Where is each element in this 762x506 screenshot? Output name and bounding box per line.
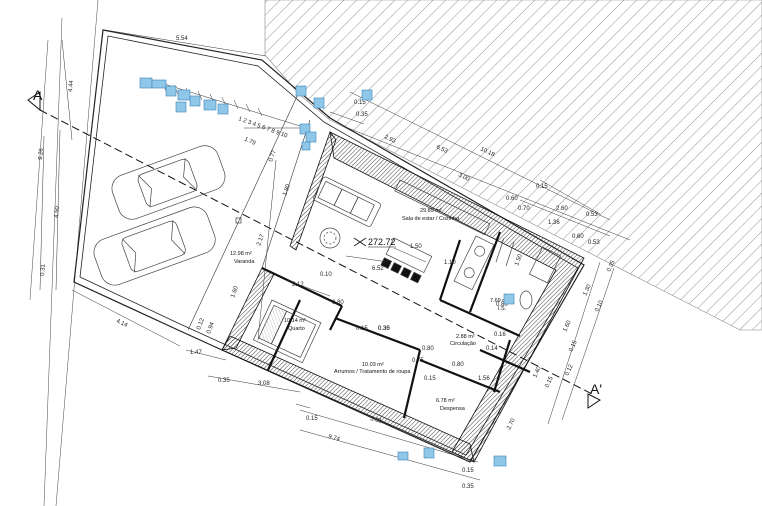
svg-text:10.14 m²: 10.14 m² <box>284 318 306 324</box>
svg-text:2.60: 2.60 <box>556 206 568 212</box>
svg-text:1.47: 1.47 <box>190 350 202 356</box>
svg-text:0.15: 0.15 <box>424 376 436 382</box>
svg-text:0.60: 0.60 <box>506 196 518 202</box>
svg-text:0.80: 0.80 <box>422 346 434 352</box>
svg-text:0.10: 0.10 <box>320 272 332 278</box>
dimension-lines <box>39 29 631 481</box>
svg-text:0.35: 0.35 <box>606 259 617 273</box>
svg-text:0.31: 0.31 <box>40 263 47 276</box>
svg-text:0.16: 0.16 <box>494 332 506 338</box>
svg-text:0.30: 0.30 <box>378 326 390 332</box>
svg-text:0.35: 0.35 <box>218 378 230 384</box>
room-labels: 12.98 m² Varanda 29.89 m² Sala de estar … <box>230 208 509 412</box>
section-marker-right: A' <box>587 381 602 409</box>
svg-text:3.00: 3.00 <box>457 172 471 183</box>
svg-text:3.31: 3.31 <box>370 416 383 425</box>
furniture <box>252 176 562 364</box>
svg-text:0.15: 0.15 <box>462 468 474 474</box>
svg-text:0.70: 0.70 <box>518 206 530 212</box>
blue-annotation-tags <box>139 77 515 467</box>
svg-text:0.53: 0.53 <box>586 212 598 218</box>
svg-text:1.79: 1.79 <box>243 136 257 147</box>
svg-text:2.93: 2.93 <box>383 134 397 145</box>
svg-text:1.50: 1.50 <box>410 244 422 250</box>
svg-text:1.10: 1.10 <box>444 260 456 266</box>
svg-text:1.60: 1.60 <box>230 285 240 299</box>
svg-text:1.80: 1.80 <box>282 183 292 197</box>
house-exterior-walls <box>221 131 585 463</box>
svg-text:0.77: 0.77 <box>268 149 278 163</box>
svg-text:9.74: 9.74 <box>328 434 341 443</box>
svg-text:2.88 m²: 2.88 m² <box>456 334 475 340</box>
svg-text:0.60: 0.60 <box>572 234 584 240</box>
section-marker-left: A <box>27 87 43 112</box>
svg-text:Despensa: Despensa <box>440 406 466 412</box>
svg-text:4.50: 4.50 <box>54 205 61 218</box>
svg-text:Sala de estar / Cozinha: Sala de estar / Cozinha <box>402 216 460 222</box>
svg-text:Circulação: Circulação <box>450 341 476 347</box>
svg-text:0.15: 0.15 <box>568 339 579 353</box>
svg-text:2.70: 2.70 <box>506 417 517 431</box>
svg-text:1.36: 1.36 <box>548 220 560 226</box>
svg-text:0.12: 0.12 <box>196 317 206 331</box>
svg-text:0.75: 0.75 <box>412 358 424 364</box>
svg-text:0.15: 0.15 <box>536 184 548 190</box>
svg-text:1.50: 1.50 <box>514 253 524 267</box>
svg-text:4.14: 4.14 <box>115 318 129 329</box>
neighbor-hatched-area <box>264 0 762 331</box>
svg-text:0.12: 0.12 <box>564 363 575 377</box>
svg-text:0.15: 0.15 <box>544 375 555 389</box>
svg-text:0.14: 0.14 <box>486 346 498 352</box>
svg-text:0.53: 0.53 <box>588 240 600 246</box>
reference-lines <box>29 0 99 506</box>
stair-steps <box>144 77 301 127</box>
svg-text:0.94: 0.94 <box>206 321 216 335</box>
svg-text:0.35: 0.35 <box>462 484 474 490</box>
svg-text:I.S.: I.S. <box>498 306 507 312</box>
svg-text:10.03 m²: 10.03 m² <box>362 362 384 368</box>
svg-text:12.98 m²: 12.98 m² <box>230 251 252 257</box>
svg-text:2.12: 2.12 <box>292 282 304 288</box>
svg-text:7.69 m²: 7.69 m² <box>490 298 509 304</box>
svg-text:0.15: 0.15 <box>356 326 368 332</box>
svg-text:1.40: 1.40 <box>532 365 543 379</box>
svg-text:5.54: 5.54 <box>176 36 188 42</box>
svg-text:A: A <box>33 87 43 103</box>
svg-text:Arrumos / Tratamento de roupa: Arrumos / Tratamento de roupa <box>334 369 411 375</box>
svg-text:0.35: 0.35 <box>378 326 390 332</box>
svg-text:0.80: 0.80 <box>496 302 508 308</box>
svg-text:Quarto: Quarto <box>288 326 305 332</box>
interior-walls <box>261 231 531 419</box>
svg-text:6.53: 6.53 <box>435 144 449 155</box>
svg-text:0.15: 0.15 <box>354 100 366 106</box>
svg-text:6.52: 6.52 <box>372 266 384 272</box>
svg-text:29.89 m²: 29.89 m² <box>420 208 442 214</box>
dimension-texts: 5.54 4.44 9.26 4.50 0.31 4.14 1.47 0.35 … <box>38 36 617 490</box>
svg-text:3.08: 3.08 <box>258 381 270 387</box>
svg-text:272.72: 272.72 <box>368 237 396 247</box>
svg-text:2.17: 2.17 <box>256 233 266 247</box>
svg-text:Varanda: Varanda <box>234 259 255 265</box>
svg-text:A': A' <box>590 381 602 397</box>
car-top <box>111 145 226 220</box>
svg-text:6.78 m²: 6.78 m² <box>436 398 455 404</box>
car-bottom <box>93 206 216 286</box>
svg-text:1.30: 1.30 <box>582 283 593 297</box>
svg-text:1.56: 1.56 <box>478 376 490 382</box>
svg-text:0.80: 0.80 <box>452 362 464 368</box>
elevation-marker: 272.72 <box>353 237 396 248</box>
svg-text:4.44: 4.44 <box>68 79 75 92</box>
svg-text:1.60: 1.60 <box>562 319 573 333</box>
svg-text:9.26: 9.26 <box>38 147 45 160</box>
svg-text:0.10: 0.10 <box>594 299 605 313</box>
svg-text:0.15: 0.15 <box>306 416 318 422</box>
svg-text:0.35: 0.35 <box>356 112 368 118</box>
column-marker <box>235 217 242 224</box>
section-line <box>39 109 593 395</box>
svg-text:0.80: 0.80 <box>332 300 344 306</box>
